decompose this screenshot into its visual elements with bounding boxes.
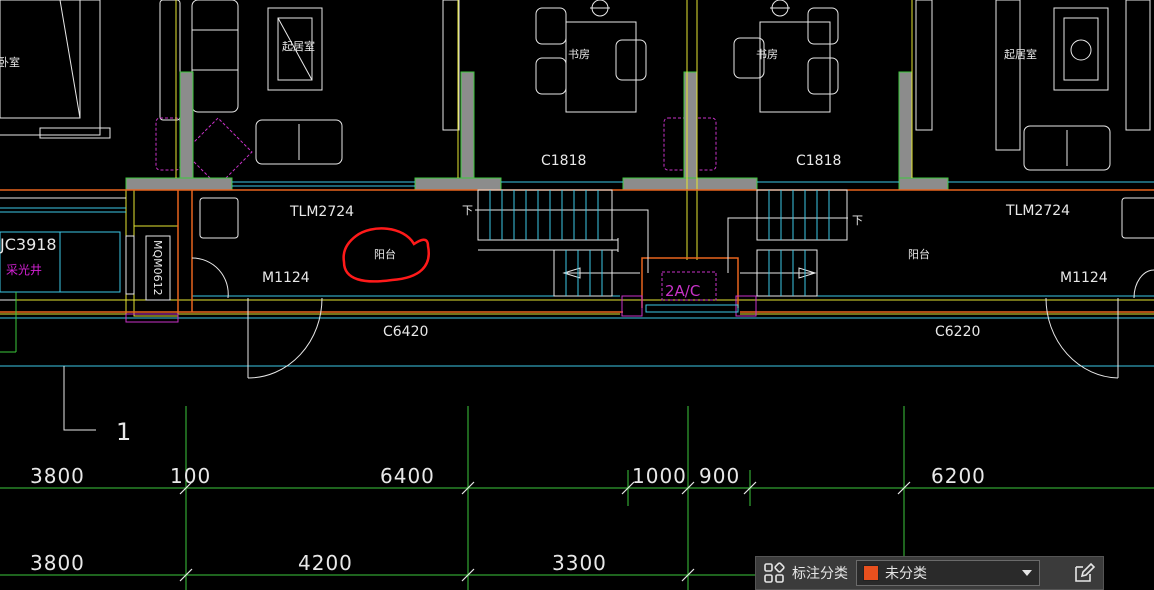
dim-6200: 6200 bbox=[931, 464, 986, 488]
room-study-right: 书房 bbox=[756, 48, 778, 61]
stairs bbox=[475, 189, 848, 297]
dim-1000: 1000 bbox=[632, 464, 687, 488]
category-color-swatch bbox=[863, 565, 879, 581]
dim-3300: 3300 bbox=[552, 551, 607, 575]
label-down-left: 下 bbox=[462, 204, 473, 217]
grid-icon[interactable] bbox=[756, 557, 792, 589]
label-c6220: C6220 bbox=[935, 324, 980, 340]
dim-100: 100 bbox=[170, 464, 211, 488]
dim-900: 900 bbox=[699, 464, 740, 488]
label-tlm-right: TLM2724 bbox=[1005, 203, 1070, 219]
dimension-lines bbox=[0, 406, 1154, 590]
label-m1124-right: M1124 bbox=[1060, 270, 1108, 286]
dim-3800-top: 3800 bbox=[30, 464, 85, 488]
stair-treads bbox=[489, 190, 830, 296]
door-swings bbox=[191, 197, 1154, 379]
dimension-ticks bbox=[179, 481, 911, 582]
label-tlm-left: TLM2724 bbox=[289, 204, 354, 220]
annotation-category-toolbar: 标注分类 未分类 bbox=[755, 556, 1104, 590]
label-m1124-left: M1124 bbox=[262, 270, 310, 286]
dim-3800-bottom: 3800 bbox=[30, 551, 85, 575]
room-shaft: 采光井 bbox=[6, 263, 42, 277]
living-left-furniture bbox=[159, 0, 343, 165]
gray-walls bbox=[125, 71, 949, 191]
room-living-right: 起居室 bbox=[1004, 47, 1037, 61]
study-left-furniture bbox=[442, 0, 647, 131]
label-c1818-left: C1818 bbox=[541, 153, 586, 169]
study-right-furniture bbox=[733, 0, 933, 131]
chevron-down-icon bbox=[1022, 570, 1032, 576]
category-label: 标注分类 bbox=[792, 566, 848, 582]
label-mqm: MQM0612 bbox=[151, 240, 164, 296]
label-down-right: 下 bbox=[852, 214, 863, 227]
room-study-left: 书房 bbox=[568, 48, 590, 61]
category-selected-value: 未分类 bbox=[885, 566, 927, 582]
shaft-details bbox=[0, 197, 171, 301]
orange-walls bbox=[0, 189, 1154, 313]
label-c1818-right: C1818 bbox=[796, 153, 841, 169]
magenta-columns bbox=[155, 117, 717, 187]
room-bedroom-left: 卧室 bbox=[0, 55, 20, 69]
dim-6400: 6400 bbox=[380, 464, 435, 488]
room-balcony-right: 阳台 bbox=[908, 247, 930, 261]
room-living-left: 起居室 bbox=[282, 39, 315, 53]
category-select[interactable]: 未分类 bbox=[856, 560, 1040, 586]
label-c6420: C6420 bbox=[383, 324, 428, 340]
edit-icon[interactable] bbox=[1065, 557, 1103, 589]
axis-label-1: 1 bbox=[116, 418, 131, 446]
bedroom-left-furniture bbox=[0, 0, 111, 139]
cyan-lines bbox=[0, 181, 1154, 367]
label-ac: 2A/C bbox=[665, 282, 700, 300]
living-right-furniture bbox=[995, 0, 1151, 171]
room-balcony-left: 阳台 bbox=[374, 247, 396, 261]
magenta-base bbox=[125, 313, 179, 323]
axis-leader bbox=[63, 366, 96, 431]
ac-unit bbox=[621, 271, 757, 317]
label-jc3918: JC3918 bbox=[0, 235, 57, 254]
red-markup-circle bbox=[342, 227, 430, 283]
dim-4200: 4200 bbox=[298, 551, 353, 575]
